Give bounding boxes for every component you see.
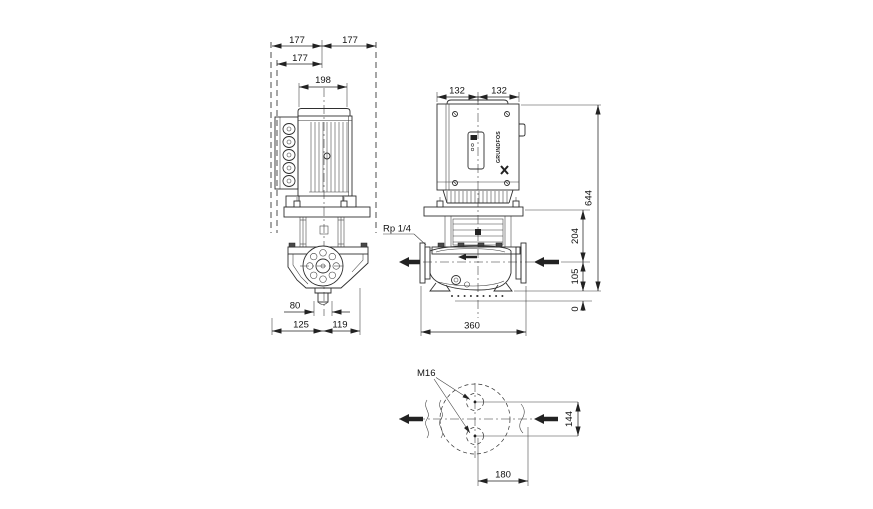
cable-glands: [282, 123, 296, 187]
flow-arrow-outlet: [399, 257, 420, 267]
front-view: 132 132 GRUNDFOS: [383, 86, 601, 336]
plan-dimension-180: 180: [477, 427, 529, 486]
nameplate-barcode: [470, 135, 477, 140]
pipe-break-lines: [425, 399, 525, 439]
drain-plug: [451, 275, 461, 285]
nameplate: [467, 131, 485, 170]
dim-label-204: 204: [570, 228, 581, 244]
dim-label-119: 119: [332, 320, 347, 331]
front-dimensions-top: 132 132: [436, 86, 520, 102]
gauge-tap-label: Rp 1/4: [383, 224, 411, 235]
front-dimensions-right: 644 204 105 0: [455, 104, 601, 312]
terminal-box-front: GRUNDFOS: [436, 99, 526, 191]
dim-label-0: 0: [570, 306, 581, 311]
dim-label-177-left: 177: [289, 35, 305, 46]
condensate-plug: [323, 152, 331, 160]
drain-port: [314, 288, 332, 305]
bolt-thread-label: M16: [417, 368, 435, 379]
side-dimensions-bottom: 80 125 119: [271, 288, 361, 335]
plan-view: M16 144 180: [399, 368, 581, 486]
port-flange: [300, 245, 346, 287]
flow-arrow-inside: [458, 253, 477, 261]
flow-arrow-inlet: [534, 257, 559, 267]
dim-label-177-box: 177: [292, 53, 308, 64]
side-view: 177 177 177 198: [270, 35, 377, 335]
pump-foot-left: [429, 282, 451, 292]
dim-label-360: 360: [464, 321, 480, 332]
dim-label-144: 144: [564, 411, 575, 427]
dim-label-644: 644: [584, 190, 595, 206]
dim-label-180: 180: [495, 470, 511, 481]
volute-front: [419, 242, 527, 297]
dim-label-132-right: 132: [491, 86, 507, 97]
dim-label-125: 125: [293, 320, 309, 331]
front-dimension-360: 360: [420, 286, 527, 336]
dim-label-177-right: 177: [342, 35, 358, 46]
dim-label-132-left: 132: [449, 86, 465, 97]
service-clearance-lines: [270, 42, 377, 233]
terminal-box-side: [274, 116, 299, 190]
flange-outline-hidden: [439, 383, 511, 455]
side-dimensions-top: 177 177 177 198: [272, 35, 376, 107]
motor-fins-front: [442, 189, 514, 204]
motor-fins-side: [310, 122, 348, 192]
gauge-tap-callout: Rp 1/4: [383, 224, 427, 246]
cover-screws: [452, 111, 510, 186]
grundfos-logo-mark: [500, 165, 509, 175]
motor-side: [297, 108, 353, 197]
grundfos-logotype: GRUNDFOS: [496, 131, 502, 163]
motor-stool-front: [423, 197, 524, 255]
motor-stool-side: [283, 195, 371, 255]
plan-dimension-144: 144: [476, 401, 581, 437]
dim-label-198: 198: [315, 75, 331, 86]
volute-side: [287, 245, 369, 305]
foundation-dots: [451, 295, 504, 297]
plan-flow-arrow-left: [399, 414, 423, 424]
dim-label-80: 80: [290, 301, 301, 312]
side-cable-entry: [519, 123, 526, 137]
pump-foot-right: [493, 282, 513, 292]
plan-flow-arrow-right: [534, 414, 558, 424]
bolt-callout: M16: [417, 368, 471, 434]
dim-label-105: 105: [570, 269, 581, 285]
